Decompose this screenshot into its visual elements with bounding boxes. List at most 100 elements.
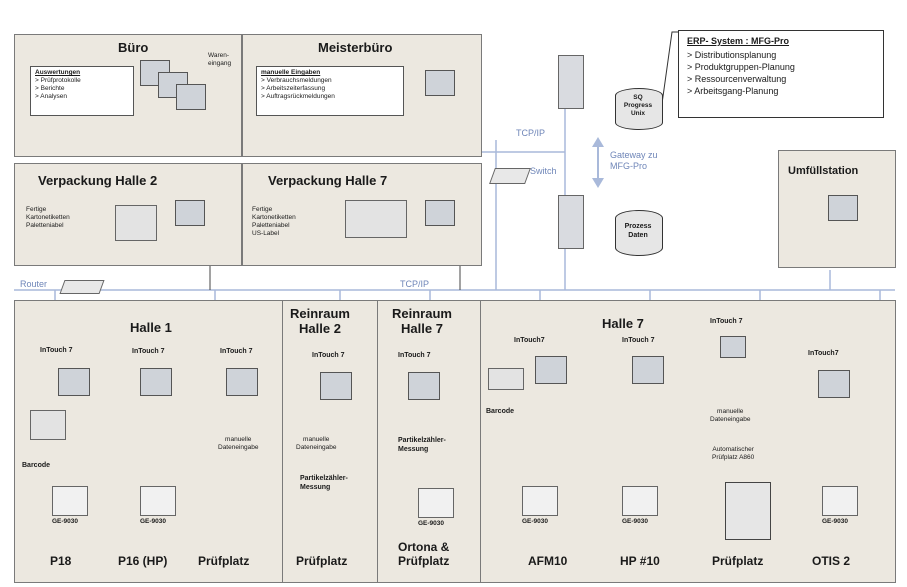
erp-system-box: ERP- System : MFG-Pro > Distributionspla… (678, 30, 884, 118)
switch-label: Switch (530, 166, 557, 176)
intouch-label: InTouch 7 (710, 318, 743, 325)
intouch-label: InTouch 7 (132, 348, 165, 355)
pc-icon (632, 356, 664, 384)
plc-icon (140, 486, 176, 516)
auswertungen-title: Auswertungen (35, 69, 81, 76)
printer-icon (30, 410, 66, 440)
intouch-label: InTouch 7 (622, 337, 655, 344)
pc-icon (720, 336, 746, 358)
station-label-p16: P16 (HP) (118, 554, 168, 568)
reinraum-halle7-title: Reinraum Halle 7 (392, 306, 452, 336)
halle7-title: Halle 7 (602, 316, 644, 331)
database-icon (615, 88, 663, 130)
pc-icon (226, 368, 258, 396)
manual-entry-label: manuelle Dateneingabe (218, 436, 259, 451)
buero-title: Büro (118, 40, 149, 55)
automatic-test-label: Automatischer Prüfplatz A860 (712, 446, 755, 461)
tcpip-label-bottom: TCP/IP (400, 279, 430, 289)
pc-icon (818, 370, 850, 398)
database-icon (615, 210, 663, 256)
router-icon (59, 280, 105, 294)
intouch-label: InTouch7 (514, 337, 545, 344)
wareneingang-label: Waren- eingang (208, 52, 232, 67)
station-label-afm10: AFM10 (528, 554, 568, 568)
verpackung-halle7-text: Fertige Kartonetiketten Paletteniabel US… (252, 206, 296, 237)
plc-label: GE-9030 (52, 518, 79, 525)
pc-icon (425, 200, 455, 226)
plc-icon (822, 486, 858, 516)
database-label-progress: SQ Progress Unix (623, 94, 653, 117)
list-item: > Berichte (35, 85, 65, 92)
gateway-label: Gateway zu MFG-Pro (610, 150, 658, 171)
erp-title: ERP- System : MFG-Pro (687, 36, 790, 46)
list-item: > Verbrauchsmeldungen (261, 77, 332, 84)
plc-label: GE-9030 (418, 520, 445, 527)
intouch-label: InTouch 7 (220, 348, 253, 355)
pc-icon (176, 84, 206, 110)
station-label-p18: P18 (50, 554, 72, 568)
router-label: Router (20, 279, 48, 289)
plc-label: GE-9030 (140, 518, 167, 525)
pc-icon (320, 372, 352, 400)
partikel-label: Partikelzähler- Messung (398, 437, 446, 453)
erp-item: > Produktgruppen-Planung (687, 62, 795, 72)
erp-item: > Ressourcenverwaltung (687, 74, 787, 84)
station-label-ortona: Ortona & Prüfplatz (398, 540, 450, 568)
plc-icon (52, 486, 88, 516)
erp-item: > Distributionsplanung (687, 50, 777, 60)
list-item: > Auftragsrückmeldungen (261, 93, 335, 100)
station-label-otis2: OTIS 2 (812, 554, 851, 568)
printer-icon (345, 200, 407, 238)
plc-icon (418, 488, 454, 518)
intouch-label: InTouch7 (808, 350, 839, 357)
plc-icon (522, 486, 558, 516)
station-label-pruefplatz: Prüfplatz (198, 554, 250, 568)
auswertungen-list: Auswertungen > Prüfprotokolle > Berichte… (30, 66, 134, 116)
erp-item: > Arbeitsgang-Planung (687, 86, 779, 96)
barcode-label: Barcode (22, 462, 51, 469)
divider (480, 300, 481, 583)
verpackung-halle2-title: Verpackung Halle 2 (38, 173, 158, 188)
verpackung-halle7-title: Verpackung Halle 7 (268, 173, 388, 188)
server-icon (558, 195, 584, 249)
divider (377, 300, 378, 583)
manual-entry-label: manuelle Dateneingabe (296, 436, 337, 451)
pc-icon (175, 200, 205, 226)
pc-icon (535, 356, 567, 384)
tcpip-label-top: TCP/IP (516, 128, 546, 138)
manuelle-eingaben-title: manuelle Eingaben (261, 69, 321, 76)
manual-entry-label: manuelle Dateneingabe (710, 408, 751, 423)
manuelle-eingaben-list: manuelle Eingaben > Verbrauchsmeldungen … (256, 66, 404, 116)
station-label-pruefplatz: Prüfplatz (296, 554, 348, 568)
verpackung-halle2-text: Fertige Kartonetiketten Paletteniabel (26, 206, 70, 229)
pc-icon (828, 195, 858, 221)
switch-icon (489, 168, 531, 184)
list-item: > Analysen (35, 93, 67, 100)
plc-label: GE-9030 (822, 518, 849, 525)
barcode-label: Barcode (486, 408, 515, 415)
printer-icon (488, 368, 524, 390)
umfuellstation-title: Umfüllstation (788, 165, 859, 177)
pc-icon (58, 368, 90, 396)
station-label-pruefplatz: Prüfplatz (712, 554, 764, 568)
partikel-label: Partikelzähler- Messung (300, 475, 348, 491)
list-item: > Prüfprotokolle (35, 77, 81, 84)
reinraum-halle2-title: Reinraum Halle 2 (290, 306, 350, 336)
divider (282, 300, 283, 583)
pc-icon (140, 368, 172, 396)
halle1-title: Halle 1 (130, 320, 172, 335)
intouch-label: InTouch 7 (312, 352, 345, 359)
database-label-prozess: Prozess Daten (624, 223, 652, 239)
pc-icon (425, 70, 455, 96)
plc-label: GE-9030 (622, 518, 649, 525)
plc-label: GE-9030 (522, 518, 549, 525)
plc-icon (622, 486, 658, 516)
server-icon (558, 55, 584, 109)
meisterbuero-title: Meisterbüro (318, 40, 393, 55)
intouch-label: InTouch 7 (398, 352, 431, 359)
production-box (14, 300, 896, 583)
test-cabinet-icon (725, 482, 771, 540)
printer-icon (115, 205, 157, 241)
station-label-hp10: HP #10 (620, 554, 660, 568)
